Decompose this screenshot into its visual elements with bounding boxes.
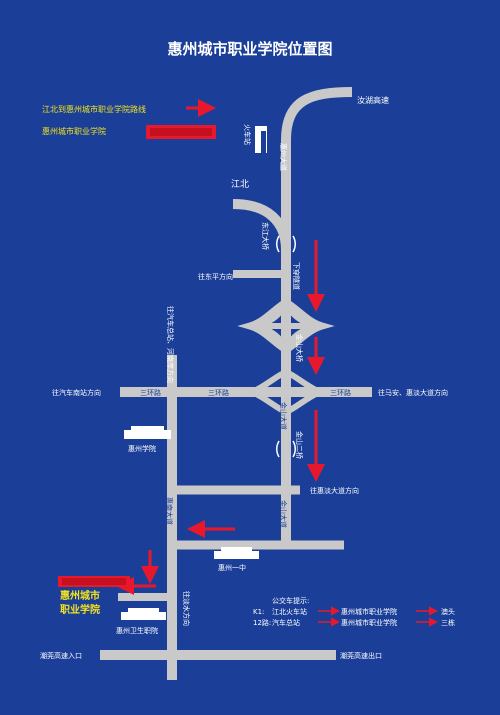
- ruhu-expressway-label: 汝湖高速: [357, 95, 389, 105]
- page-title: 惠州城市职业学院位置图: [167, 40, 332, 58]
- bus-end: 三栋: [441, 618, 455, 627]
- huizhou-no1-middle-label: 惠州一中: [218, 563, 246, 572]
- jinshan-avenue-label: 金山大道: [279, 500, 288, 528]
- ring-road-label: 三环路: [140, 388, 161, 397]
- jiangbei-label: 江北: [231, 179, 249, 190]
- ring-road-label: 三环路: [330, 388, 351, 397]
- bus-info: 公交车提示: K1: 江北火车站 惠州城市职业学院 澳头 12路: 汽车总站 惠…: [253, 596, 455, 627]
- bus-to: 惠州城市职业学院: [341, 618, 397, 627]
- guanguan-exit-label: 潮莞高速出口: [340, 651, 382, 660]
- bus-from: 江北火车站: [272, 607, 307, 616]
- maan-label: 往马安、惠淡大道方向: [378, 388, 448, 397]
- dongping-label: 往东平方向: [198, 272, 233, 281]
- underpass-label: 下穿隧道: [292, 262, 301, 290]
- building-icon: [124, 426, 171, 439]
- south-bus-station-label: 往汽车南站方向: [52, 388, 101, 397]
- jinshan-2nd-bridge-label: 金山二桥: [295, 431, 304, 459]
- bus-info-heading: 公交车提示:: [272, 596, 309, 605]
- legend-route-label: 江北到惠州城市职业学院路线: [42, 104, 146, 114]
- danshui-label: 往淡水方向: [182, 591, 191, 626]
- huizhou-avenue-label: 惠州大道: [279, 143, 288, 171]
- jinshan-bridge-label: 金山大桥: [295, 334, 304, 362]
- school-name-line2: 职业学院: [60, 603, 100, 616]
- jinshan-avenue-label: 金山大道: [279, 402, 288, 430]
- ruhu-expressway-road: [281, 87, 353, 235]
- huidan-label: 往惠淡大道方向: [310, 486, 359, 495]
- building-icon: [214, 547, 259, 559]
- bus-end: 澳头: [441, 607, 455, 616]
- road-network: [100, 87, 372, 680]
- train-station-label: 火车站: [243, 124, 252, 145]
- school-marker-icon: [58, 576, 130, 587]
- bus-from: 汽车总站: [272, 618, 300, 627]
- bridge-markers: [276, 235, 296, 458]
- huinan-avenue-label: 惠南大道: [165, 497, 174, 525]
- building-icon: [121, 608, 166, 620]
- ring-road-label: 三环路: [208, 388, 229, 397]
- legend-location-label: 惠州城市职业学院: [42, 126, 106, 136]
- school-name-line1: 惠州城市: [60, 589, 100, 602]
- bus-to: 惠州城市职业学院: [341, 607, 397, 616]
- bus-line: 12路:: [253, 618, 271, 627]
- bus-line: K1:: [253, 608, 264, 616]
- route-arrows: [116, 99, 325, 595]
- bus-terminal-label: 往汽车总站、河南岸方向: [166, 306, 175, 383]
- guanguan-entrance-label: 潮莞高速入口: [40, 651, 82, 660]
- dongjiang-bridge-label: 东江大桥: [261, 222, 270, 250]
- health-school-label: 惠州卫生职院: [116, 626, 158, 635]
- train-station-building-icon: [255, 126, 267, 153]
- school-marker-icon: [146, 125, 216, 139]
- huizhou-college-label: 惠州学院: [128, 444, 156, 453]
